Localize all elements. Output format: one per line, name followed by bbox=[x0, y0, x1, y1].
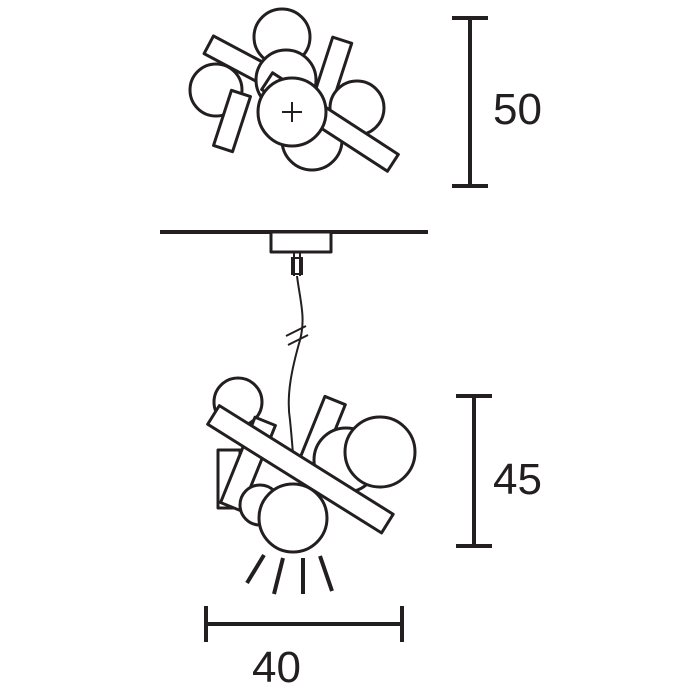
pendant-globe-bottom bbox=[257, 482, 329, 554]
light-ray bbox=[245, 553, 266, 585]
light-ray bbox=[272, 557, 285, 595]
dimension-label-40: 40 bbox=[252, 643, 301, 692]
light-ray bbox=[318, 555, 334, 592]
top-view-bar-left-vertical bbox=[212, 88, 252, 154]
top-view bbox=[188, 7, 400, 173]
dimension-top-height: 50 bbox=[452, 16, 542, 188]
pendant-bar-long bbox=[206, 404, 395, 535]
dimension-label-45: 45 bbox=[493, 455, 542, 504]
ceiling-canopy bbox=[269, 230, 333, 254]
pendant-globe-right bbox=[343, 415, 417, 489]
cable-grip bbox=[291, 257, 303, 275]
dimension-label-50: 50 bbox=[493, 85, 542, 134]
pendant-side-view bbox=[206, 376, 417, 595]
ceiling bbox=[160, 230, 428, 276]
dimension-pendant-width: 40 bbox=[204, 606, 404, 692]
suspension-cable bbox=[285, 275, 309, 479]
dimension-pendant-height: 45 bbox=[456, 394, 542, 548]
